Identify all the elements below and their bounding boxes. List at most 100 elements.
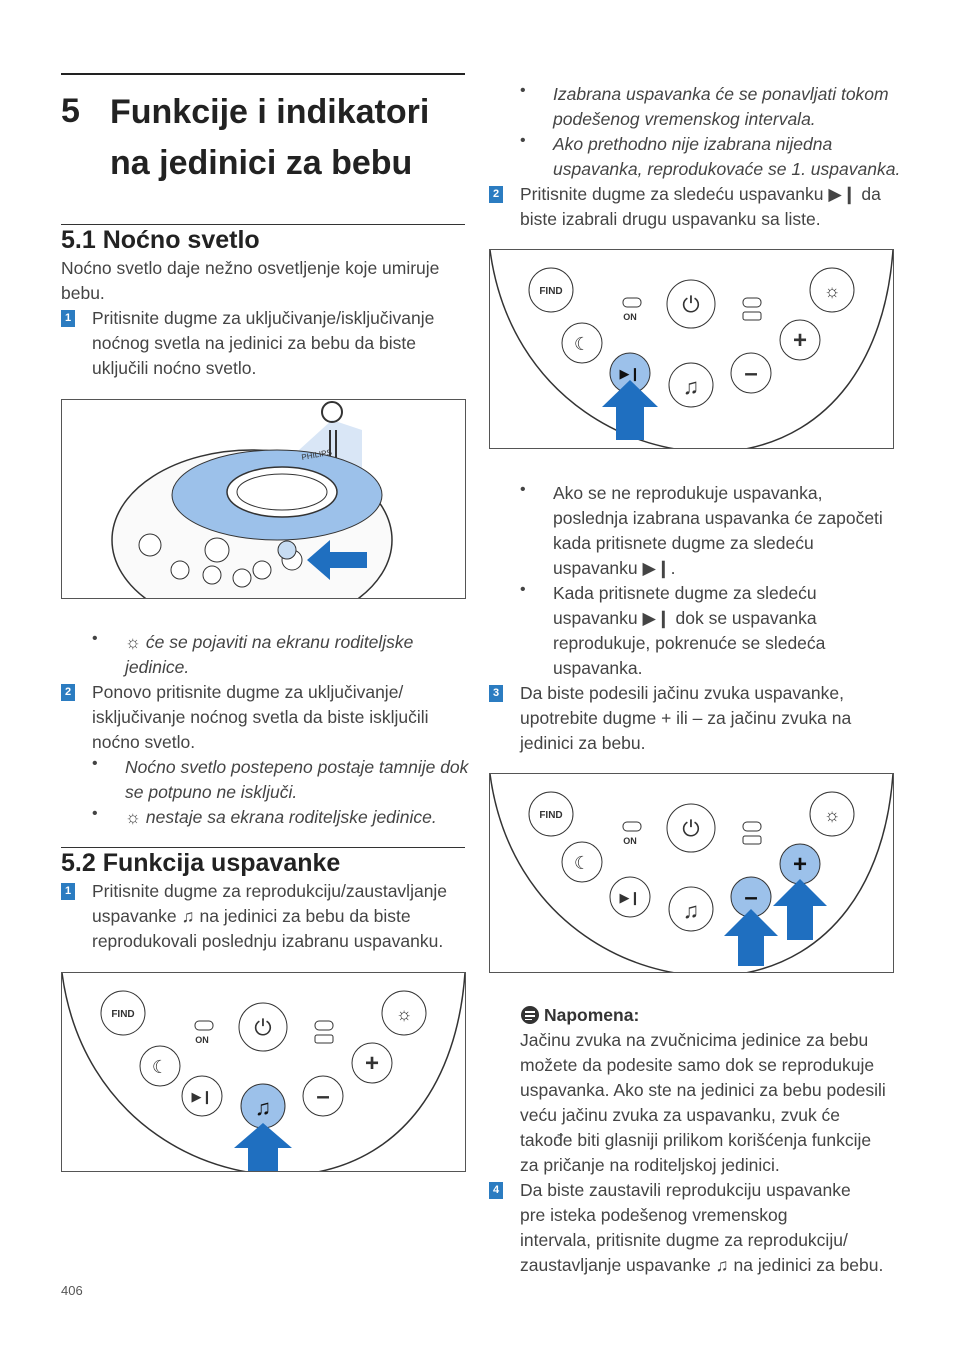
bullet-text: Ako prethodno nije izabrana nijedna — [553, 134, 833, 154]
control-panel: FIND ON ⏻ ☼ ☾ + ▶❙ ♫ – — [62, 973, 465, 1171]
power-icon: ⏻ — [682, 816, 699, 841]
panel-lullaby-figure: FIND ON ⏻ ☼ ☾ + ▶❙ ♫ – — [61, 972, 466, 1172]
chapter-title-line2: na jedinici za bebu — [110, 144, 413, 182]
panel-next-track-figure: FIND ON ⏻ ☼ ☾ + ▶❙ ♫ – — [489, 249, 894, 449]
bullet-text: podešenog vremenskog intervala. — [553, 109, 816, 129]
step-number: 1 — [61, 883, 75, 900]
bullet-text: se potpuno ne isključi. — [125, 782, 298, 802]
note-text: možete da podesite samo dok se reproduku… — [520, 1055, 875, 1075]
step-number: 4 — [489, 1182, 503, 1199]
bullet-dot: • — [520, 581, 526, 598]
bullet-dot: • — [520, 481, 526, 498]
step-text: reprodukovali poslednju izabranu uspavan… — [92, 931, 444, 951]
next-track-icon: ▶❙ — [192, 1089, 213, 1105]
step-text: Pritisnite dugme za uključivanje/isključ… — [92, 308, 435, 328]
section-title-night-light: 5.1 Noćno svetlo — [61, 226, 260, 254]
note-icon — [521, 1006, 539, 1024]
music-note-icon: ♫ — [255, 1095, 272, 1120]
power-icon: ⏻ — [254, 1015, 271, 1040]
on-indicator-label: ON — [195, 1035, 209, 1045]
step-text: jedinici za bebu. — [520, 733, 646, 753]
bullet-text: uspavanku ▶❙ dok se uspavanka — [553, 608, 817, 628]
bullet-text: Noćno svetlo postepeno postaje tamnije d… — [125, 757, 469, 777]
night-light-icon: ☼ — [824, 805, 841, 825]
chapter-title-line1: Funkcije i indikatori — [110, 93, 430, 131]
bullet-text: uspavanka. — [553, 658, 643, 678]
bullet-dot: • — [92, 630, 98, 647]
bullet-text: kada pritisnete dugme za sledeću — [553, 533, 814, 553]
night-light-icon: ☼ — [125, 807, 142, 827]
plus-icon: + — [365, 1050, 379, 1077]
bullet-text: reprodukuje, pokrenuće se sledeća — [553, 633, 826, 653]
step-text: Pritisnite dugme za sledeću uspavanku ▶❙… — [520, 184, 881, 204]
note-text: Jačinu zvuka na zvučnicima jedinice za b… — [520, 1030, 869, 1050]
step-number: 1 — [61, 310, 75, 327]
music-note-icon: ♫ — [683, 374, 700, 399]
minus-icon: – — [316, 1083, 329, 1110]
step-text: Pritisnite dugme za reprodukciju/zaustav… — [92, 881, 448, 901]
step-text: Da biste zaustavili reprodukciju uspavan… — [520, 1180, 851, 1200]
baby-unit-night-light-figure: PHILIPS — [61, 399, 466, 599]
music-note-icon: ♫ — [683, 898, 700, 923]
arrow-icon — [234, 1123, 292, 1171]
next-track-icon: ▶❙ — [620, 890, 641, 906]
bullet-dot: • — [520, 132, 526, 149]
bullet-text: ☼ nestaje sa ekrana roditeljske jedinice… — [125, 807, 437, 827]
on-indicator-label: ON — [623, 312, 637, 322]
control-panel: FIND ON ⏻ ☼ ☾ + ▶❙ ♫ – — [490, 250, 893, 448]
bullet-text: Ako se ne reprodukuje uspavanka, — [553, 483, 823, 503]
lullaby-moon-icon: ☾ — [574, 334, 590, 354]
bullet-text: uspavanka, reprodukovaće se 1. uspavanka… — [553, 159, 901, 179]
step-text: noćnog svetla na jedinici za bebu da bis… — [92, 333, 416, 353]
arrow-icon — [724, 909, 778, 966]
next-track-icon: ▶❙ — [620, 366, 641, 382]
bullet-text: poslednja izabrana uspavanka će započeti — [553, 508, 883, 528]
chapter-rule — [61, 73, 465, 75]
panel-volume-figure: FIND ON ⏻ ☼ ☾ + ▶❙ ♫ – — [489, 773, 894, 973]
step-number: 2 — [61, 684, 75, 701]
intro-text: bebu. — [61, 283, 105, 303]
find-button: FIND — [539, 286, 562, 297]
power-icon: ⏻ — [682, 292, 699, 317]
night-light-icon: ☼ — [396, 1004, 413, 1024]
step-text: intervala, pritisnite dugme za reprodukc… — [520, 1230, 848, 1250]
step-text: biste izabrali drugu uspavanku sa liste. — [520, 209, 821, 229]
bullet-dot: • — [92, 755, 98, 772]
step-text: uključili noćno svetlo. — [92, 358, 257, 378]
step-number: 3 — [489, 685, 503, 702]
bullet-dot: • — [92, 805, 98, 822]
find-button: FIND — [539, 810, 562, 821]
bullet-text: Kada pritisnete dugme za sledeću — [553, 583, 817, 603]
control-panel: FIND ON ⏻ ☼ ☾ + ▶❙ ♫ – — [490, 774, 893, 972]
find-button: FIND — [111, 1009, 134, 1020]
step-text: pre isteka podešenog vremenskog — [520, 1205, 788, 1225]
bullet-text: uspavanku ▶❙. — [553, 558, 676, 578]
bullet-text: Izabrana uspavanka će se ponavljati toko… — [553, 84, 889, 104]
step-number: 2 — [489, 186, 503, 203]
page-number: 406 — [61, 1283, 83, 1298]
bullet-text: jedinice. — [125, 657, 190, 677]
arrow-icon — [602, 380, 658, 440]
bullet-text: ☼ će se pojaviti na ekranu roditeljske — [125, 632, 414, 652]
minus-icon: – — [744, 884, 757, 911]
note-text: veću jačinu zvuka za uspavanku, zvuk će — [520, 1105, 841, 1125]
plus-icon: + — [793, 327, 807, 354]
step-text: isključivanje noćnog svetla da biste isk… — [92, 707, 429, 727]
night-light-icon: ☼ — [125, 632, 142, 652]
step-text: noćno svetlo. — [92, 732, 196, 752]
note-text: uspavanka. Ako ste na jedinici za bebu p… — [520, 1080, 886, 1100]
step-text: Da biste podesili jačinu zvuka uspavanke… — [520, 683, 844, 703]
note-title: Napomena: — [544, 1005, 640, 1025]
lullaby-moon-icon: ☾ — [574, 853, 590, 873]
section-title-lullaby: 5.2 Funkcija uspavanke — [61, 849, 341, 877]
note-text: za pričanje na roditeljskoj jedinici. — [520, 1155, 780, 1175]
chapter-number: 5 — [61, 92, 80, 130]
note-text: takođe biti glasniji prilikom korišćenja… — [520, 1130, 872, 1150]
minus-icon: – — [744, 360, 757, 387]
section-rule — [61, 224, 465, 225]
step-text: uspavanke ♫ na jedinici za bebu da biste — [92, 906, 411, 926]
on-indicator-label: ON — [623, 836, 637, 846]
step-text: zaustavljanje uspavanke ♫ na jedinici za… — [520, 1255, 884, 1275]
step-text: upotrebite dugme + ili – za jačinu zvuka… — [520, 708, 852, 728]
lullaby-moon-icon: ☾ — [152, 1057, 168, 1077]
